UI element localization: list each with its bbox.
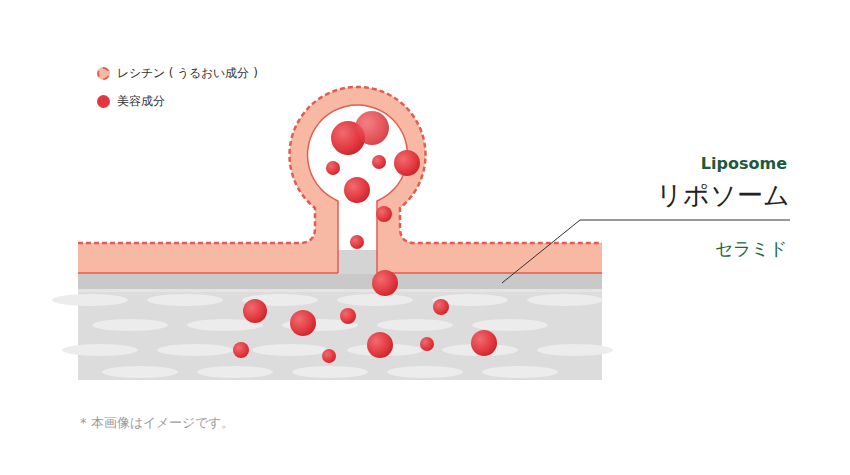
legend-entry: 美容成分 bbox=[97, 93, 165, 110]
ingredient-dot bbox=[355, 111, 389, 145]
cell-texture bbox=[52, 289, 613, 378]
cell bbox=[292, 366, 368, 378]
skin-top-band bbox=[78, 273, 602, 289]
footnote: * 本画像はイメージです。 bbox=[80, 414, 234, 432]
legend-swatch bbox=[97, 67, 110, 80]
opening bbox=[338, 250, 377, 274]
ingredient-dot bbox=[433, 299, 449, 315]
ceramide-label: セラミド bbox=[715, 237, 787, 261]
active-ingredients bbox=[233, 111, 497, 363]
legend-entry: レシチン ( うるおい成分 ) bbox=[97, 65, 258, 82]
ingredient-dot bbox=[376, 206, 392, 222]
cell bbox=[387, 366, 463, 378]
term-english: Liposome bbox=[701, 154, 787, 173]
ingredient-dot bbox=[372, 270, 398, 296]
cell bbox=[472, 319, 548, 331]
cavity-edge bbox=[307, 105, 407, 273]
legend-swatch bbox=[97, 95, 110, 108]
ingredient-dot bbox=[471, 330, 497, 356]
cell bbox=[62, 344, 138, 356]
ingredient-dot bbox=[394, 150, 420, 176]
leader-line bbox=[502, 220, 790, 283]
cell bbox=[92, 319, 168, 331]
cell bbox=[527, 294, 603, 306]
ingredient-dot bbox=[372, 155, 386, 169]
ingredient-dot bbox=[344, 177, 370, 203]
cell bbox=[377, 319, 453, 331]
ingredient-dot bbox=[290, 310, 316, 336]
ingredient-dot bbox=[233, 342, 249, 358]
stripe bbox=[78, 289, 602, 292]
skin-layer bbox=[78, 273, 602, 380]
cell bbox=[102, 366, 178, 378]
cell bbox=[537, 344, 613, 356]
legend-label: レシチン ( うるおい成分 ) bbox=[117, 65, 258, 82]
cell bbox=[52, 294, 128, 306]
cell bbox=[157, 344, 233, 356]
lecithin-membrane bbox=[78, 87, 602, 273]
ingredient-dot bbox=[350, 235, 364, 249]
ingredient-dot bbox=[367, 332, 393, 358]
liposome-cavity bbox=[307, 105, 407, 273]
ingredient-dot bbox=[322, 349, 336, 363]
ingredient-dot bbox=[340, 308, 356, 324]
ingredient-dot bbox=[326, 161, 340, 175]
cell bbox=[337, 294, 413, 306]
ingredient-dot bbox=[243, 299, 267, 323]
cell bbox=[197, 366, 273, 378]
cell bbox=[482, 366, 558, 378]
legend-label: 美容成分 bbox=[117, 93, 165, 110]
ingredient-dot bbox=[420, 337, 434, 351]
term-japanese: リポソーム bbox=[656, 178, 790, 213]
cell bbox=[252, 344, 328, 356]
cell bbox=[147, 294, 223, 306]
